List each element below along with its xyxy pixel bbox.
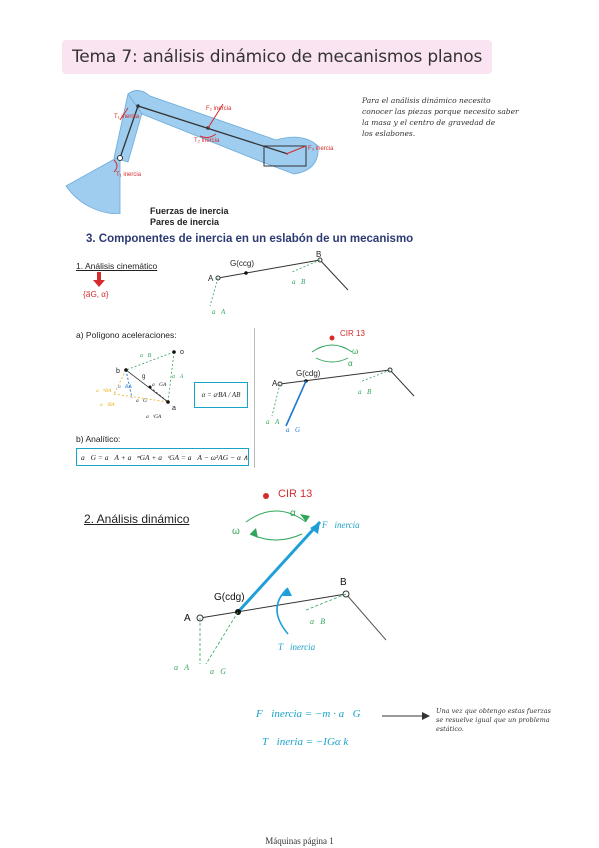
cir-small-aa: a⃗A xyxy=(266,418,280,426)
cir-small-omega: ω xyxy=(352,347,358,356)
final-note-line-3: estático. xyxy=(436,725,464,733)
poly-ab-label: a⃗B xyxy=(140,353,152,359)
dyn-alpha: α xyxy=(290,508,296,519)
poly-o-label: o xyxy=(180,349,184,356)
polygon-heading: a) Polígono aceleraciones: xyxy=(76,330,177,340)
alpha-formula: α = aᵗBA / AB xyxy=(201,391,241,399)
dyn-ag: a⃗G xyxy=(210,667,226,676)
page-footer: Máquinas página 1 xyxy=(265,836,334,846)
dyn-g-label: G(cdg) xyxy=(214,592,245,603)
mechanism-sector xyxy=(65,155,121,214)
dyn-cir-label: CIR 13 xyxy=(278,488,312,500)
figure1-caption-forces: Fuerzas de inercia xyxy=(150,206,229,216)
kinematic-heading: 1. Análisis cinemático xyxy=(76,261,158,271)
poly-aba-label: a⃗BA xyxy=(118,384,132,390)
column-divider xyxy=(254,328,255,468)
analytic-formula-box: a⃗G = a⃗A + a⃗ⁿGA + a⃗ᵗGA = a⃗A − ω²AG −… xyxy=(76,448,249,466)
mechanism-link-2 xyxy=(127,90,319,175)
poly-aga-label: a⃗GA xyxy=(152,382,167,388)
cir-small-diagram: CIR 13 ω α G(cdg) A a⃗B a⃗A a⃗G xyxy=(266,329,415,434)
dyn-ab: a⃗B xyxy=(310,617,325,626)
label-f-inercia-upper: F₂ inercia xyxy=(206,106,232,112)
kin-point-b: B xyxy=(316,250,321,259)
kin-vec-ab: a⃗B xyxy=(292,278,306,286)
intro-note-line-4: los eslabones. xyxy=(362,129,416,138)
final-note-line-1: Una vez que obtengo estas fuerzas xyxy=(436,707,551,715)
arrow-right-icon xyxy=(382,712,430,720)
formula-f-inercia: F⃗inercia = −m · a⃗G xyxy=(256,708,361,720)
poly-agat-label: a⃗ᵗGA xyxy=(146,414,162,420)
label-t-inercia-left: T₁ inercia xyxy=(114,114,140,120)
dyn-t-inercia: T⃗inercia xyxy=(278,642,316,652)
cir-small-ag: a⃗G xyxy=(286,426,300,434)
label-t-inercia-bottom: T₁ inercia xyxy=(116,172,142,178)
label-f-inercia-right: F₃ inercia xyxy=(308,146,334,152)
pivot-joint xyxy=(117,155,123,161)
poly-a-label: a xyxy=(172,405,176,412)
intro-note-line-3: la masa y el centro de gravedad de xyxy=(362,118,496,127)
analytic-heading: b) Analítico: xyxy=(76,434,121,444)
cir-small-ab: a⃗B xyxy=(358,388,372,396)
kin-vec-aa: a⃗A xyxy=(212,308,226,316)
section-3-title: 3. Componentes de inercia en un eslabón … xyxy=(86,233,414,245)
intro-note: Para el análisis dinámico necesito conoc… xyxy=(362,95,587,139)
section-2-title: 2. Análisis dinámico xyxy=(84,512,190,526)
final-note: Una vez que obtengo estas fuerzas se res… xyxy=(436,707,596,734)
formula-t-inercia: T⃗ineria = −IGα k⃗ xyxy=(262,736,357,748)
final-note-line-2: se resuelve igual que un problema xyxy=(436,716,550,724)
poly-at-label: a⃗ᵗBA xyxy=(100,402,115,408)
slider-block xyxy=(263,145,307,167)
dyn-b-label: B xyxy=(340,577,347,588)
dyn-omega: ω xyxy=(232,526,240,537)
cir-small-a: A xyxy=(272,379,278,388)
kin-point-g: G(ccg) xyxy=(230,259,254,268)
figure1-caption-pairs: Pares de inercia xyxy=(150,217,220,227)
alpha-formula-box: α = aᵗBA / AB xyxy=(194,382,248,408)
poly-ag-label: a⃗G xyxy=(136,398,147,404)
kinematic-output: {a⃗G, α} xyxy=(83,290,109,299)
cir-small-label: CIR 13 xyxy=(340,329,365,338)
page-title-box: Tema 7: análisis dinámico de mecanismos … xyxy=(62,40,493,74)
intro-note-line-2: conocer las piezas porque necesito saber xyxy=(362,107,519,116)
dyn-aa: a⃗A xyxy=(174,663,189,672)
page-title: Tema 7: análisis dinámico de mecanismos … xyxy=(72,47,483,67)
poly-aa-label: a⃗A xyxy=(172,374,184,380)
cir-small-alpha: α xyxy=(348,359,353,368)
analytic-formula: a⃗G = a⃗A + a⃗ⁿGA + a⃗ᵗGA = a⃗A − ω²AG −… xyxy=(81,452,249,462)
dynamic-diagram: CIR 13 ω α F⃗inercia G(cdg) A B a⃗B a⃗A … xyxy=(174,488,387,676)
mechanism-figure: T₁ inercia F₂ inercia T₂ inercia F₃ iner… xyxy=(65,90,334,214)
intro-note-line-1: Para el análisis dinámico necesito xyxy=(362,96,491,105)
poly-b-label: b xyxy=(116,368,120,375)
dyn-f-inercia: F⃗inercia xyxy=(321,520,360,530)
kinematic-diagram: A B G(ccg) a⃗B a⃗A xyxy=(208,250,349,316)
polygon-diagram: o b a g a⃗B a⃗A a⃗BA a⃗ⁿBA a⃗ᵗBA a⃗G a⃗G… xyxy=(96,349,184,420)
cir-small-g: G(cdg) xyxy=(296,369,321,378)
poly-an-label: a⃗ⁿBA xyxy=(96,388,112,394)
poly-g-label: g xyxy=(142,374,145,380)
dyn-a-label: A xyxy=(184,613,191,624)
label-t-inercia-mid: T₂ inercia xyxy=(194,138,220,144)
down-arrow-icon xyxy=(93,272,105,287)
joint-a xyxy=(136,104,140,108)
kin-point-a: A xyxy=(208,274,214,283)
inertia-arrows xyxy=(113,103,307,173)
